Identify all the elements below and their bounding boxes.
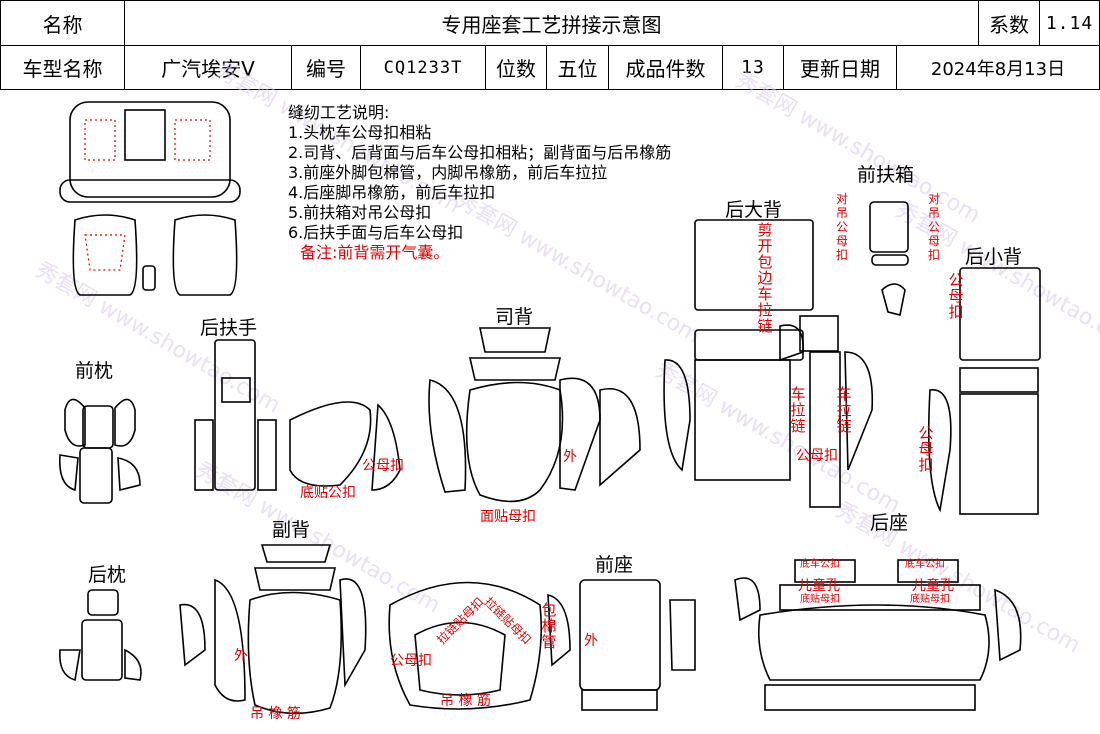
annotation-hang-snap-left: 对吊公母扣	[835, 192, 848, 262]
section-rear-armrest: 后扶手	[200, 317, 258, 339]
annotation-zipper-right: 车拉链	[836, 385, 852, 435]
annotation-child-hole-left: 儿童孔	[798, 578, 840, 594]
code-label: 编号	[291, 45, 361, 90]
annotation-bottom-stick-female-left: 底贴母扣	[800, 594, 840, 605]
annotation-bottom-car-male-right: 底车公扣	[905, 559, 945, 570]
header-table: 名称 专用座套工艺拼接示意图 系数 1.14 车型名称 广汽埃安V 编号 CQ1…	[0, 0, 1100, 90]
coef-label: 系数	[978, 0, 1040, 46]
rear-big-back-pieces	[663, 219, 874, 508]
section-front-seat: 前座	[595, 554, 634, 576]
section-front-headrest: 前枕	[75, 360, 114, 382]
annotation-bottom-female: 面贴母扣	[480, 509, 536, 525]
annotation-open-zip: 剪开包边车拉链	[757, 221, 773, 335]
section-driver-back: 司背	[495, 306, 534, 328]
annotation-outer: 外	[563, 449, 577, 465]
annotation-outer-passenger: 外	[234, 648, 248, 664]
annotation-snap-small-side: 公母扣	[918, 424, 934, 474]
diagram-title: 专用座套工艺拼接示意图	[124, 0, 979, 46]
seats-label: 位数	[485, 45, 547, 90]
annotation-foam-tube: 包棉管	[541, 601, 557, 651]
section-rear-seat: 后座	[870, 512, 909, 534]
pieces-value: 13	[722, 45, 784, 90]
driver-back-pieces	[428, 327, 641, 503]
annotation-elastic-passenger: 吊 橡 筋	[250, 706, 301, 722]
section-front-armbox: 前扶箱	[857, 164, 915, 186]
front-armbox-pieces	[869, 201, 909, 266]
annotation-hang-snap-right: 对吊公母扣	[927, 192, 940, 262]
name-label: 名称	[0, 0, 125, 46]
annotation-bottom-stick-female-right: 底贴母扣	[910, 594, 950, 605]
section-passenger-back: 副背	[272, 519, 311, 541]
annotation-snap: 公母扣	[362, 458, 404, 474]
annotation-outer-front: 外	[584, 633, 598, 649]
date-label: 更新日期	[783, 45, 897, 90]
passenger-back-pieces	[179, 544, 367, 715]
notes-remark: 备注:前背需开气囊。	[300, 243, 450, 262]
rear-small-back-pieces	[881, 267, 1041, 515]
annotation-elastic-front: 吊 橡 筋	[440, 693, 491, 709]
pieces-label: 成品件数	[608, 45, 723, 90]
section-rear-headrest: 后枕	[88, 564, 127, 586]
annotation-snap-front: 公母扣	[390, 653, 432, 669]
pattern-pieces	[58, 101, 1041, 715]
date-value: 2024年8月13日	[896, 45, 1100, 90]
notes-item: 4.后座脚吊橡筋，前后车拉扣	[288, 183, 496, 202]
code-value: CQ1233T	[360, 45, 486, 90]
sewing-notes: 缝纫工艺说明: 1.头枕车公母扣相粘 2.司背、后背面与后车公母扣相粘；副背面与…	[288, 103, 671, 263]
model-label: 车型名称	[0, 45, 125, 90]
seat-overview	[59, 101, 241, 296]
front-headrest-pieces	[58, 398, 141, 504]
annotation-child-hole-right: 儿童孔	[912, 578, 954, 594]
notes-item: 5.前扶箱对吊公母扣	[288, 203, 432, 222]
rear-seat-pieces	[734, 559, 1022, 711]
seats-value: 五位	[546, 45, 609, 90]
rear-armrest-pieces	[194, 339, 401, 491]
annotation-snap-small-back: 公母扣	[948, 271, 964, 321]
annotation-bottom-snap: 底贴公扣	[300, 485, 356, 501]
notes-item: 3.前座外脚包棉管，内脚吊橡筋，前后车拉拉	[288, 163, 608, 182]
notes-item: 1.头枕车公母扣相粘	[288, 123, 432, 142]
notes-item: 6.后扶手面与后车公母扣	[288, 223, 464, 242]
notes-heading: 缝纫工艺说明:	[288, 103, 390, 122]
coef-value: 1.14	[1039, 0, 1100, 46]
annotation-bottom-car-male-left: 底车公扣	[800, 559, 840, 570]
section-rear-big-back: 后大背	[725, 199, 783, 221]
annotation-snap-rear: 公母扣	[796, 448, 838, 464]
section-rear-small-back: 后小背	[965, 246, 1023, 268]
rear-headrest-pieces	[58, 589, 142, 682]
model-value: 广汽埃安V	[124, 45, 292, 90]
front-seat-pieces	[388, 579, 696, 711]
annotation-zipper-left: 车拉链	[790, 385, 806, 435]
notes-item: 2.司背、后背面与后车公母扣相粘；副背面与后吊橡筋	[288, 143, 672, 162]
